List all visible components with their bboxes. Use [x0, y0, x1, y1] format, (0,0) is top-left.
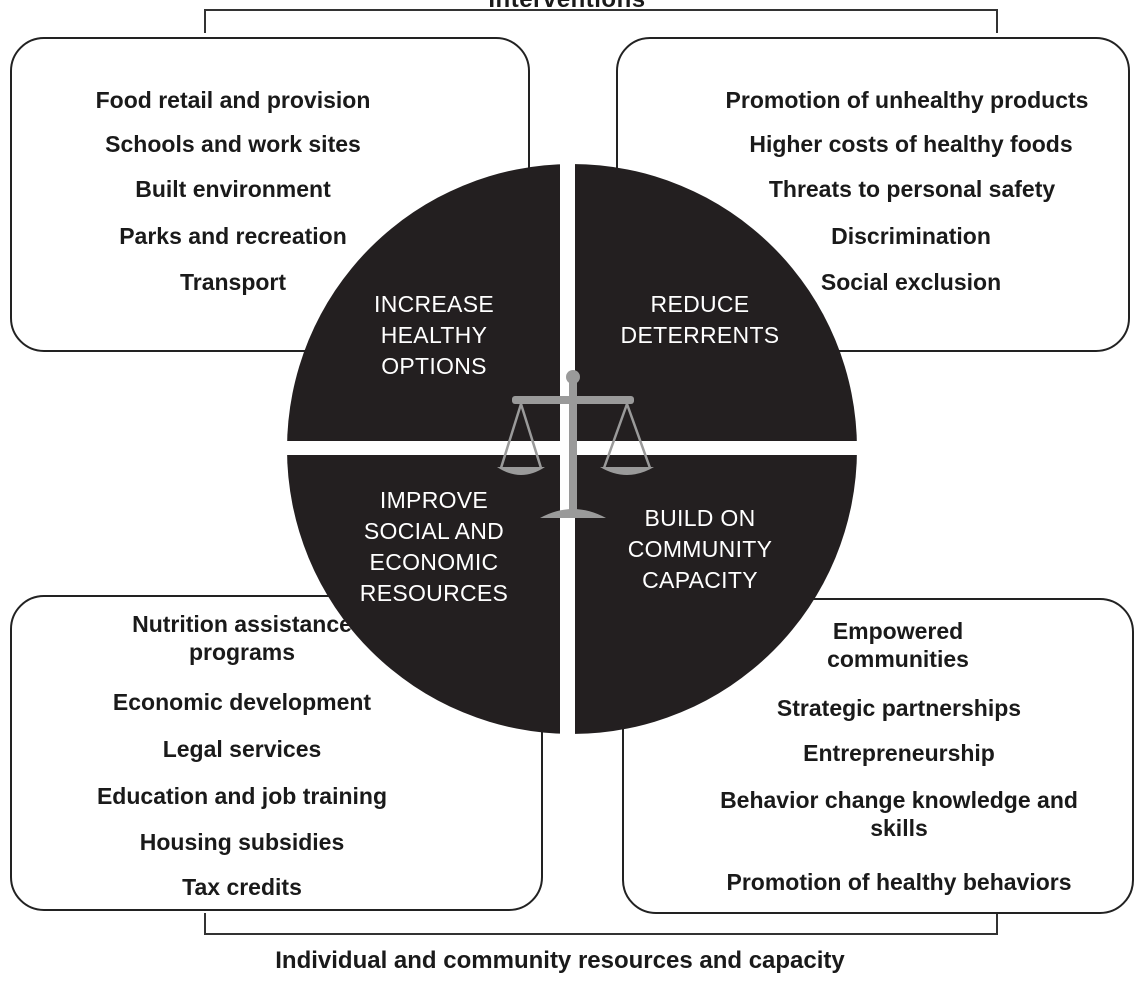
list-item: Promotion of healthy behaviors: [726, 869, 1072, 895]
list-item: Strategic partnerships: [776, 695, 1022, 721]
list-item: Legal services: [162, 736, 322, 762]
list-item: Education and job training: [96, 783, 388, 809]
resources-capacity-label: Individual and community resources and c…: [275, 947, 845, 974]
list-item: Food retail and provision: [95, 87, 371, 113]
list-item: Threats to personal safety: [768, 176, 1056, 202]
list-item: Entrepreneurship: [803, 740, 995, 766]
list-item: Parks and recreation: [119, 223, 347, 249]
quadrant-label-community-capacity: BUILD ON COMMUNITY CAPACITY: [627, 505, 773, 593]
list-item: Tax credits: [182, 874, 302, 900]
quadrant-label-improve-resources: IMPROVE SOCIAL AND ECONOMIC RESOURCES: [359, 487, 509, 606]
quadrant-label-reduce-deterrents: REDUCE DETERRENTS: [620, 291, 780, 348]
list-item: Empowered communities: [827, 618, 969, 672]
list-item: Higher costs of healthy foods: [749, 131, 1073, 157]
list-item: Social exclusion: [820, 269, 1002, 295]
interventions-label: Interventions: [0, 0, 1134, 14]
list-item: Behavior change knowledge and skills: [720, 787, 1078, 841]
list-item: Transport: [179, 269, 287, 295]
list-item: Schools and work sites: [105, 131, 361, 157]
list-item: Economic development: [112, 689, 372, 715]
list-item: Promotion of unhealthy products: [725, 87, 1089, 113]
list-item: Discrimination: [831, 223, 991, 249]
quadrant-label-increase-healthy-options: INCREASE HEALTHY OPTIONS: [374, 291, 494, 379]
list-item: Housing subsidies: [139, 829, 345, 855]
list-item: Built environment: [135, 176, 331, 202]
list-item: Nutrition assistance programs: [132, 611, 352, 665]
